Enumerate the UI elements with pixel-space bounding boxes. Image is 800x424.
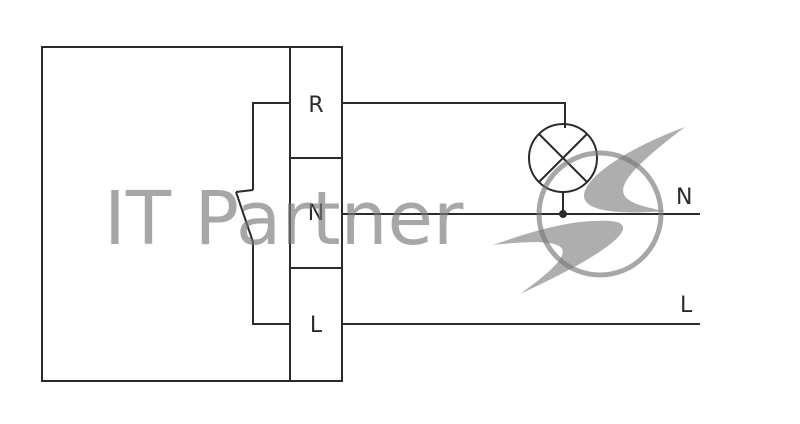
- swoosh-logo-icon: [493, 127, 685, 294]
- terminal-n-label: N: [308, 201, 324, 226]
- live-line-label: L: [680, 293, 693, 318]
- relay-contact-lower-wire: [252, 242, 290, 325]
- watermark: IT Partner: [104, 127, 685, 294]
- terminal-l-label: L: [310, 313, 323, 338]
- terminal-r-label: R: [308, 93, 323, 118]
- terminal-block: [289, 46, 343, 382]
- relay-contact-switch: [235, 191, 254, 243]
- watermark-text: IT Partner: [104, 176, 464, 262]
- neutral-line-label: N: [676, 185, 692, 210]
- lamp-icon: [528, 123, 598, 193]
- wire-r-to-lamp: [342, 102, 566, 128]
- relay-contact-upper-wire: [252, 102, 290, 190]
- relay-contact-arm: [235, 189, 254, 193]
